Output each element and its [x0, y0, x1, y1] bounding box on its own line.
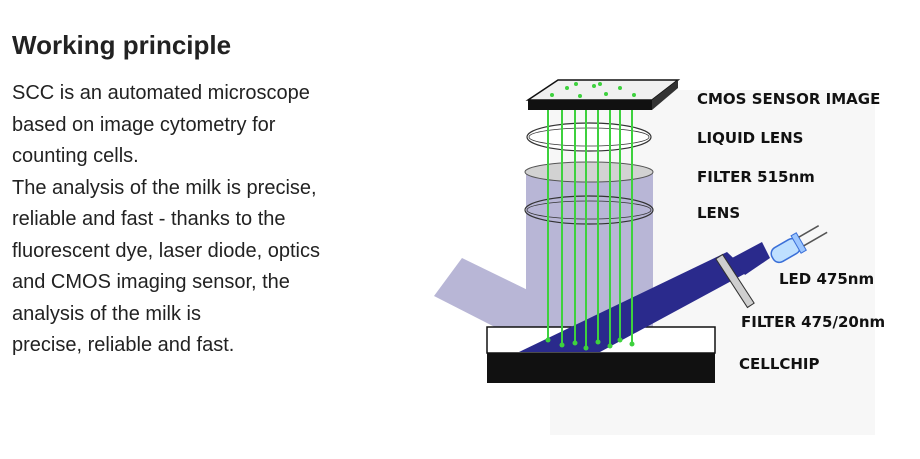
label-liquid-lens: LIQUID LENS [697, 129, 804, 147]
cmos-dot [565, 86, 569, 90]
cell-dot [595, 339, 601, 345]
fluorescence-rays [547, 94, 633, 348]
cell-dot [559, 342, 565, 348]
cmos-dot [632, 93, 636, 97]
cmos-dot [604, 92, 608, 96]
cell-dot [629, 341, 635, 347]
cmos-dot [574, 82, 578, 86]
slide-title: Working principle [12, 30, 232, 60]
cell-dot [617, 337, 623, 343]
cmos-dot [578, 94, 582, 98]
cmos-sensor-edge [528, 100, 652, 110]
label-cmos-sensor-image: CMOS SENSOR IMAGE [697, 90, 880, 108]
description-line: fluorescent dye, laser diode, optics [12, 239, 320, 262]
cmos-sensor [525, 79, 681, 101]
cmos-dots [550, 82, 636, 98]
description-line: reliable and fast - thanks to the [12, 208, 286, 230]
cmos-dot [550, 93, 554, 97]
cell-dot [583, 345, 589, 351]
label-filter-475: FILTER 475/20nm [741, 313, 885, 331]
cmos-dot [592, 84, 596, 88]
description-line: and CMOS imaging sensor, the [12, 271, 290, 293]
description-line: precise, reliable and fast. [12, 334, 235, 356]
cell-dot [545, 337, 551, 343]
description-line: based on image cytometry for [12, 113, 276, 136]
cmos-sensor-side [652, 80, 678, 110]
cellchip [487, 353, 715, 383]
cell-dots [545, 337, 635, 351]
label-lens: LENS [697, 204, 740, 222]
label-filter-515: FILTER 515nm [697, 168, 815, 186]
led-icon [770, 225, 828, 264]
description-line: analysis of the milk is [12, 302, 201, 325]
excitation-beam [519, 252, 748, 352]
cell-dot [572, 340, 578, 346]
filter-475-plate [715, 253, 755, 309]
label-led: LED 475nm [779, 270, 874, 288]
lens-disc-inner [526, 200, 652, 220]
lens-disc [524, 195, 654, 225]
excitation-beam-tail [732, 242, 770, 275]
cmos-dot [598, 82, 602, 86]
filter-515-disc [524, 161, 654, 183]
liquid-lens-inner [528, 127, 650, 147]
description-line: counting cells. [12, 145, 139, 167]
description-line: The analysis of the milk is precise, [12, 176, 317, 199]
description-paragraph: SCC is an automated microscope based on … [12, 78, 402, 362]
cmos-dot [618, 86, 622, 90]
cell-dot [607, 343, 613, 349]
description-line: SCC is an automated microscope [12, 82, 310, 104]
label-cellchip: CELLCHIP [739, 355, 820, 373]
